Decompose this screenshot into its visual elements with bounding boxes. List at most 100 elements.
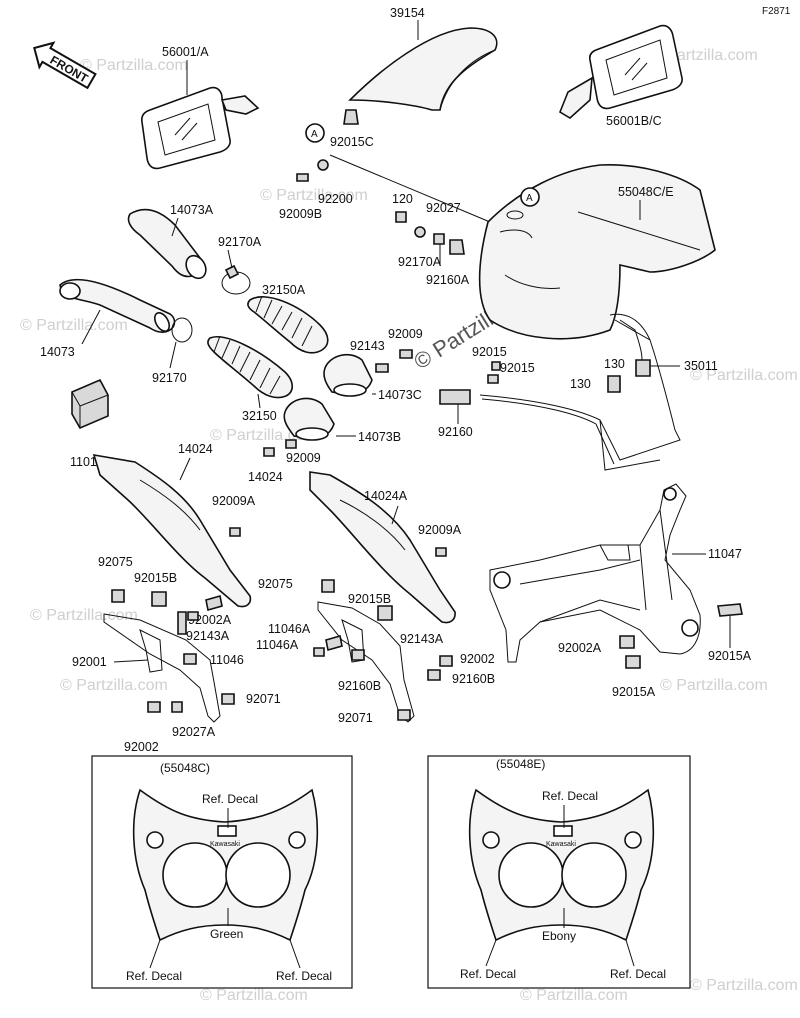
ref-decal-right: Ref. Decal (610, 967, 666, 981)
part-label: 92160 (438, 425, 473, 439)
part-label: 92071 (246, 692, 281, 706)
nut (321, 579, 335, 593)
screw (229, 527, 241, 537)
mirror-right (559, 24, 683, 119)
part-label: 92009B (279, 207, 322, 221)
callout-marker-a (305, 123, 325, 143)
bolt (635, 359, 651, 377)
part-label: 35011 (684, 359, 718, 373)
watermark: © Partzilla.com (690, 977, 798, 994)
collar (414, 226, 426, 238)
bolt (607, 375, 621, 393)
clip-nut (377, 605, 393, 621)
watermark: © Partzilla.com (200, 987, 308, 1004)
ref-decal-right: Ref. Decal (276, 969, 332, 983)
bracket-right (317, 601, 415, 723)
part-label: 92170A (218, 235, 262, 249)
part-label: 120 (392, 192, 413, 206)
screw (263, 447, 275, 457)
nut (625, 655, 641, 669)
part-label: 14024 (248, 470, 283, 484)
part-label: 11046A (268, 622, 311, 636)
nut (491, 361, 501, 371)
part-label: 92015C (330, 135, 374, 149)
part-label: 92143 (350, 339, 385, 353)
bellows-upper (247, 295, 329, 354)
brand-decal: Kawasaki (546, 841, 576, 848)
color-label: Ebony (542, 929, 576, 943)
inset-55048c: (55048C) Kawasaki Ref. Decal Green Ref. … (91, 755, 353, 989)
part-label: 32150A (262, 283, 306, 297)
inset-code: (55048E) (496, 757, 545, 771)
brand-decal: Kawasaki (210, 841, 240, 848)
collar (171, 701, 183, 713)
inner-panel-right (309, 471, 456, 624)
ref-decal-left: Ref. Decal (126, 969, 182, 983)
clamp-screw (224, 264, 240, 280)
screw (439, 655, 453, 667)
part-label: 14073B (358, 430, 401, 444)
ref-decal-top: Ref. Decal (542, 789, 598, 803)
damper (183, 653, 197, 665)
callout-marker-label: A (526, 193, 533, 204)
watermark: © Partzilla.com (660, 677, 768, 694)
watermark: © Partzilla.com (260, 187, 368, 204)
part-label: 92015 (472, 345, 507, 359)
callout-marker-label: A (311, 129, 318, 140)
inset-code: (55048C) (160, 761, 210, 775)
part-label: 92027A (172, 725, 216, 739)
part-label: 11046 (210, 653, 244, 667)
mirror-left (141, 86, 260, 170)
bolt (325, 634, 343, 652)
grommet (313, 647, 325, 657)
part-label: 92075 (258, 577, 293, 591)
color-label: Green (210, 927, 243, 941)
figure-code: F2871 (762, 6, 791, 17)
clip-nut (151, 591, 167, 607)
windshield (348, 27, 498, 111)
part-label: 92160A (426, 273, 470, 287)
part-label: 92027 (426, 201, 461, 215)
part-label: 55048C/E (618, 185, 674, 199)
watermark: © Partzilla.com (690, 367, 798, 384)
part-label: 92009A (418, 523, 462, 537)
part-label: 92009A (212, 494, 256, 508)
part-label: 92015B (134, 571, 177, 585)
watermark: © Partzilla.com (520, 987, 628, 1004)
nut (619, 635, 635, 649)
grommet (187, 611, 199, 621)
part-label: 14073A (170, 203, 214, 217)
bolt (205, 594, 223, 612)
part-label: 92200 (318, 192, 353, 206)
part-label: 92002 (460, 652, 495, 666)
collar (427, 669, 441, 681)
part-label: 14024 (178, 442, 213, 456)
part-label: 39154 (390, 6, 425, 20)
part-label: 92075 (98, 555, 133, 569)
screw (435, 547, 447, 557)
part-label: 56001B/C (606, 114, 662, 128)
watermark: © Partzilla.com (20, 317, 128, 334)
part-label: 130 (604, 357, 625, 371)
part-label: 92009 (286, 451, 321, 465)
bolt (717, 603, 743, 617)
watermark: © Partzilla.com (80, 57, 188, 74)
part-label: 56001/A (162, 45, 209, 59)
nut (487, 374, 499, 384)
washer (317, 159, 329, 171)
watermark: © Partzilla.com (60, 677, 168, 694)
part-label: 92170 (152, 371, 187, 385)
part-label: 11046A (256, 638, 299, 652)
part-label: 14024A (364, 489, 408, 503)
air-duct-lower (59, 278, 176, 333)
grommet (343, 109, 359, 125)
part-label: 92071 (338, 711, 373, 725)
ref-decal-left: Ref. Decal (460, 967, 516, 981)
part-label: 92015A (612, 685, 656, 699)
part-label: 92001 (72, 655, 107, 669)
part-label: 92015B (348, 592, 391, 606)
part-label: 92170A (398, 255, 442, 269)
watermark: © Partzilla.com (30, 607, 138, 624)
damper (351, 649, 365, 661)
